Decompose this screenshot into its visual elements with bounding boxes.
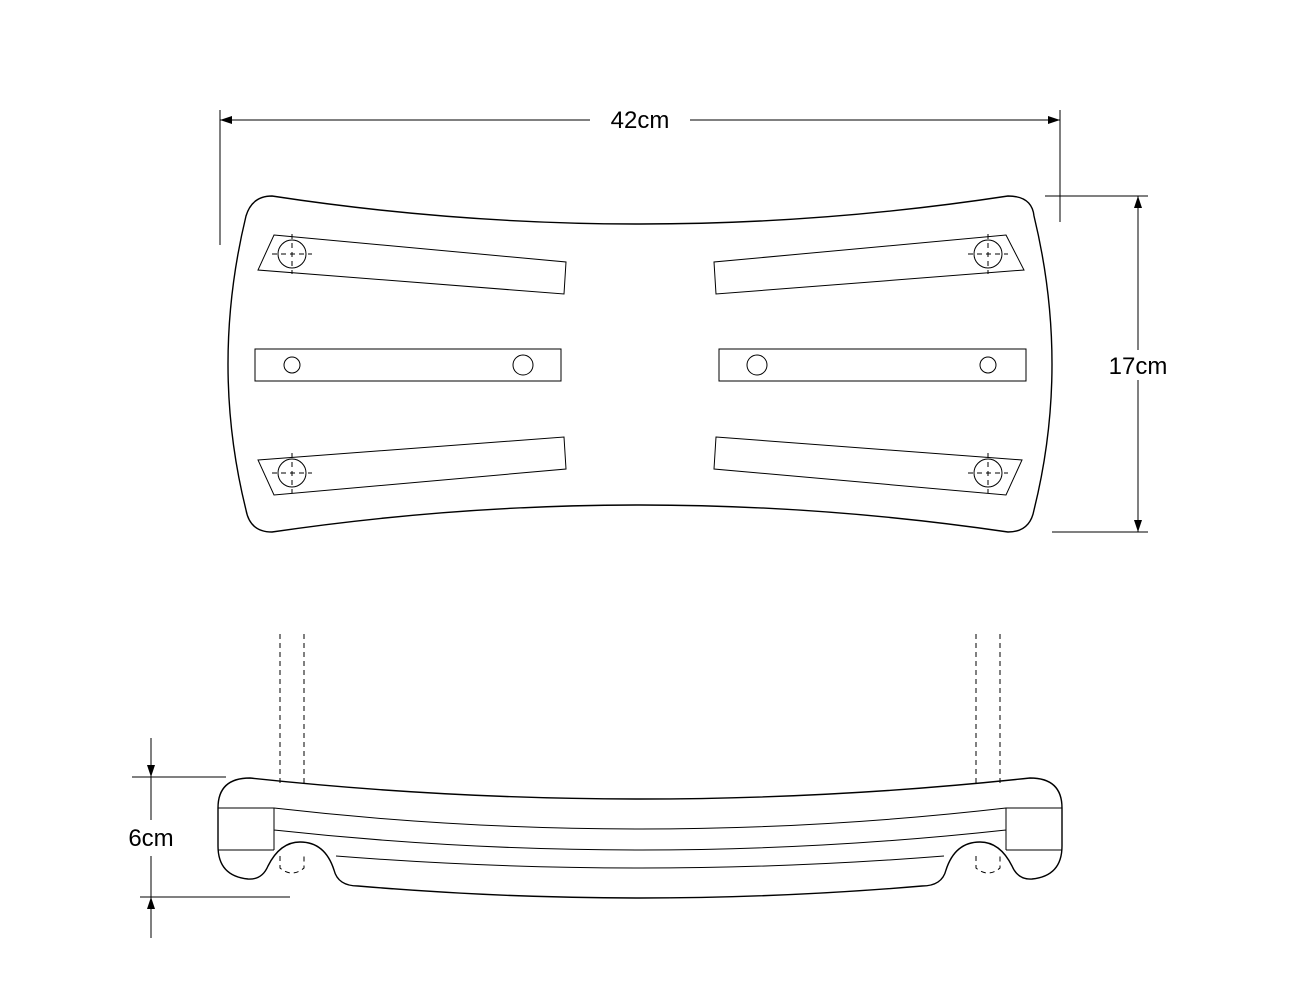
rivet-hole (979, 356, 997, 374)
side-view (217, 634, 1063, 899)
thickness-dimension: 6cm (128, 738, 290, 938)
bolt-hole-bottom-left (272, 453, 312, 493)
height-label: 17cm (1109, 353, 1168, 380)
top-view (227, 195, 1053, 533)
strap-bottom-left (257, 436, 567, 496)
rivet-hole (746, 354, 768, 376)
bolt-hole-bottom-right (968, 453, 1008, 493)
strap-middle-right (718, 348, 1027, 382)
rope-left (279, 634, 305, 786)
rope-end-right (975, 856, 1001, 874)
height-dimension: 17cm (1045, 195, 1168, 533)
seat-bottom-inner-line (335, 855, 945, 869)
width-label: 42cm (611, 107, 670, 134)
seat-inner-line (218, 808, 1062, 851)
width-dimension: 42cm (219, 107, 1061, 245)
strap-middle-left (254, 348, 562, 382)
thickness-label: 6cm (128, 825, 173, 852)
strap-top-right (713, 234, 1025, 295)
strap-top-left (257, 234, 567, 295)
seat-outline-side (217, 777, 1063, 899)
rivet-hole (283, 356, 301, 374)
seat-top-surface-line (218, 807, 1062, 830)
bolt-hole-top-right (968, 234, 1008, 274)
seat-outline-top (227, 195, 1053, 533)
strap-bottom-right (713, 436, 1023, 496)
rope-end-left (279, 856, 305, 874)
rope-right (975, 634, 1001, 786)
bolt-hole-top-left (272, 234, 312, 274)
rivet-hole (512, 354, 534, 376)
